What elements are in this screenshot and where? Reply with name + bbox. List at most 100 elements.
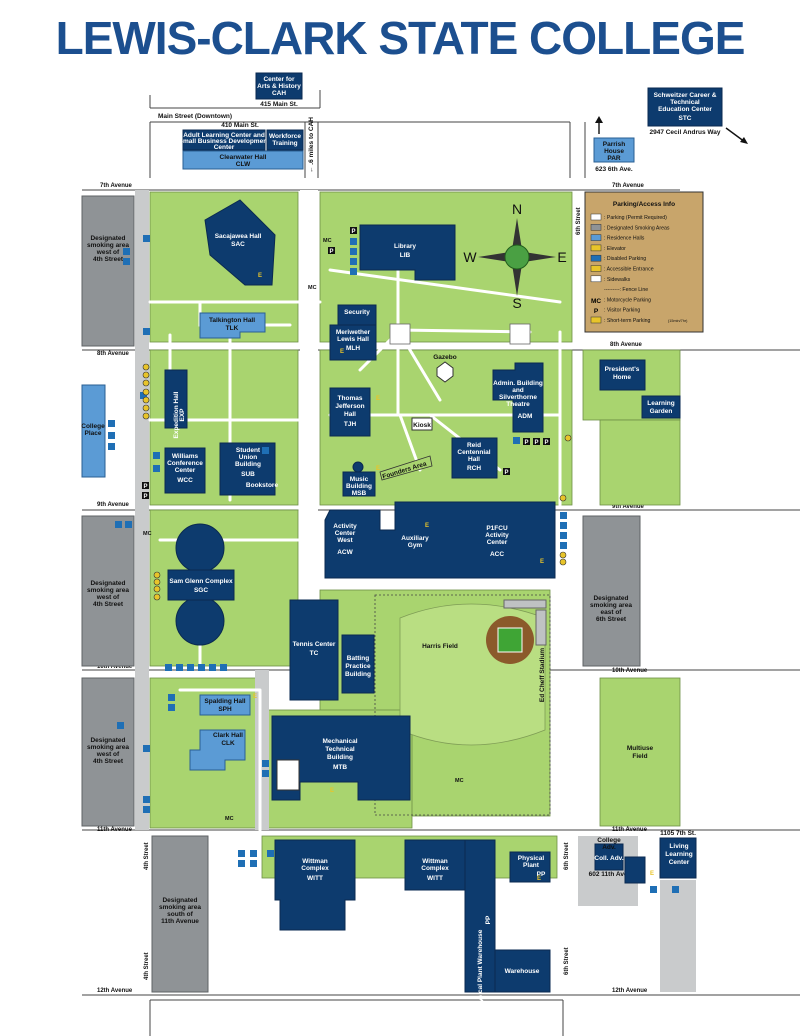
svg-text:PP: PP	[537, 871, 546, 878]
college-place[interactable]	[81, 384, 106, 478]
bleachers-top	[503, 599, 547, 609]
legend-item-4: : Disabled Parking	[604, 256, 646, 262]
coll-adv-annex[interactable]	[624, 856, 646, 884]
svg-text:smoking area: smoking area	[590, 602, 632, 609]
legend-item-1: : Designated Smoking Areas	[604, 225, 670, 231]
presidents-home[interactable]	[599, 359, 646, 391]
library[interactable]	[359, 224, 456, 281]
adult-learning-center[interactable]	[182, 129, 266, 151]
talkington-hall[interactable]	[199, 312, 266, 339]
kiosk[interactable]	[411, 417, 433, 431]
founders-area[interactable]	[379, 455, 433, 481]
warehouse[interactable]	[494, 949, 551, 993]
svg-text:6th Street: 6th Street	[596, 616, 627, 623]
accessible-entrance-label: E	[376, 396, 380, 402]
mechanical-technical-building[interactable]	[271, 715, 411, 801]
svg-text:Building: Building	[346, 483, 372, 490]
svg-text:ACC: ACC	[490, 551, 504, 558]
svg-text:College: College	[81, 423, 105, 430]
legend-swatch	[590, 275, 602, 283]
stc-building[interactable]	[647, 87, 723, 127]
svg-text:RCH: RCH	[467, 465, 481, 472]
legend-item-2: : Residence Halls	[604, 236, 645, 242]
williams-conference-center[interactable]	[164, 447, 206, 494]
svg-text:WCC: WCC	[177, 477, 193, 484]
disabled-parking-icon	[350, 268, 357, 275]
meriwether-lewis-hall[interactable]	[329, 324, 377, 361]
thomas-jefferson-hall[interactable]	[329, 387, 371, 437]
svg-text:EXP: EXP	[179, 408, 186, 422]
workforce-line2: Training	[272, 140, 297, 147]
svg-text:Activity: Activity	[333, 523, 357, 530]
parrish-house[interactable]	[593, 137, 635, 163]
svg-text:Hall: Hall	[468, 456, 480, 463]
disabled-parking-icon	[220, 664, 227, 671]
legend-symbol: MC	[591, 298, 601, 305]
svg-text:Place: Place	[85, 430, 102, 437]
disabled-parking-icon	[115, 521, 122, 528]
physical-plant[interactable]	[509, 851, 551, 883]
accessible-entrance-label: E	[376, 466, 380, 472]
svg-text:College: College	[597, 837, 621, 844]
accessible-entrance-label: E	[540, 559, 544, 565]
living-learning-center[interactable]	[659, 837, 697, 879]
cah-building[interactable]	[255, 72, 303, 100]
stc-line2: Technical	[670, 99, 700, 106]
disabled-parking-icon	[238, 850, 245, 857]
music-building[interactable]	[342, 471, 376, 497]
svg-text:Home: Home	[613, 374, 631, 381]
svg-text:Building: Building	[345, 671, 371, 678]
st6-top: 6th Street	[576, 207, 582, 235]
sam-glenn-complex[interactable]	[167, 569, 235, 601]
svg-text:West: West	[337, 537, 353, 544]
svg-text:Music: Music	[350, 476, 369, 483]
svg-text:Thomas: Thomas	[338, 395, 363, 402]
spalding-hall[interactable]	[199, 694, 251, 716]
svg-text:Center: Center	[175, 467, 196, 474]
workforce-training[interactable]	[266, 129, 304, 151]
disabled-parking-icon	[143, 328, 150, 335]
legend-symbol: P	[594, 308, 599, 315]
addr-410: 410 Main St.	[221, 122, 259, 129]
bleachers-side	[535, 609, 547, 646]
clark-hall[interactable]	[189, 729, 246, 771]
motorcycle-parking-label: MC	[323, 238, 332, 244]
disabled-parking-icon	[350, 258, 357, 265]
legend-item-6: : Sidewalks	[604, 277, 631, 283]
smoking-areas: Designated smoking area west of 4th Stre…	[81, 195, 641, 993]
legend-item-0: : Parking (Permit Required)	[604, 215, 667, 221]
sacajawea-hall[interactable]	[204, 199, 276, 286]
campus-map[interactable]: Center for Arts & History CAH 415 Main S…	[0, 70, 800, 1036]
svg-text:Student: Student	[236, 447, 261, 454]
svg-text:CLK: CLK	[221, 740, 235, 747]
svg-text:Jefferson: Jefferson	[335, 403, 364, 410]
tennis-center[interactable]	[289, 599, 339, 701]
expedition-hall[interactable]	[164, 369, 188, 429]
activity-center[interactable]	[324, 501, 556, 579]
svg-text:Multiuse: Multiuse	[627, 745, 654, 752]
accessible-entrance-label: E	[425, 523, 429, 529]
reid-centennial-hall[interactable]	[451, 437, 498, 479]
svg-text:Wittman: Wittman	[422, 858, 448, 865]
physical-plant-warehouse[interactable]	[464, 839, 496, 993]
wittman-complex-west[interactable]	[274, 839, 356, 931]
ave8-east: 8th Avenue	[610, 342, 643, 348]
college-advancement[interactable]	[594, 843, 624, 871]
svg-text:WITT: WITT	[307, 875, 323, 882]
learning-garden[interactable]	[641, 395, 681, 419]
svg-text:ACW: ACW	[337, 549, 353, 556]
batting-practice-building[interactable]	[341, 634, 375, 694]
gazebo[interactable]	[436, 361, 454, 383]
disabled-parking-icon	[168, 694, 175, 701]
admin-building[interactable]	[492, 362, 544, 433]
visitor-parking-icon	[503, 468, 510, 475]
clearwater-hall[interactable]	[182, 150, 304, 170]
visitor-parking-label: P	[143, 484, 147, 490]
short-term-parking-icon	[142, 371, 150, 379]
svg-text:Gym: Gym	[408, 542, 423, 549]
svg-text:Technical: Technical	[325, 746, 355, 753]
svg-text:Center: Center	[669, 859, 690, 866]
visitor-parking-icon	[543, 438, 550, 445]
svg-text:Sacajawea Hall: Sacajawea Hall	[215, 233, 262, 240]
